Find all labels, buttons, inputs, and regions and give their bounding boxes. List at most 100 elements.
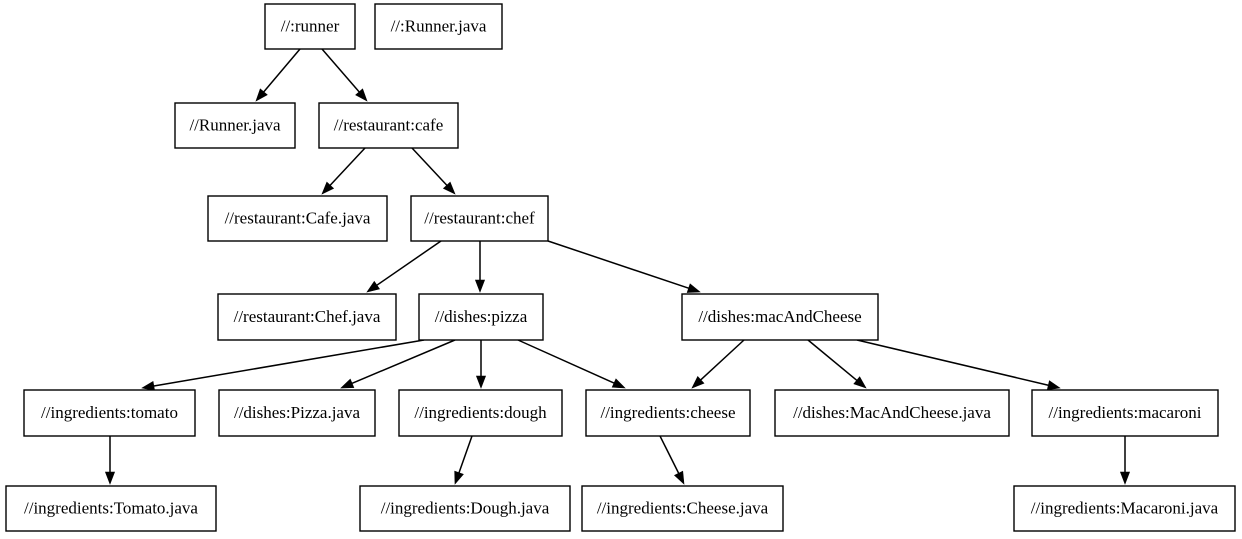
graph-edge bbox=[475, 340, 487, 389]
arrowhead-icon bbox=[474, 279, 486, 293]
graph-node-ingredients-dough[interactable]: //ingredients:dough bbox=[398, 389, 563, 437]
graph-edge bbox=[366, 240, 442, 293]
graph-node-dishes-pizza-java[interactable]: //dishes:Pizza.java bbox=[218, 389, 376, 437]
node-box[interactable] bbox=[217, 293, 397, 341]
node-box[interactable] bbox=[398, 389, 563, 437]
graph-edge bbox=[321, 48, 368, 102]
graph-edge bbox=[1119, 436, 1131, 485]
graph-nodes-layer: //:runner //:Runner.java //Runner.java //re… bbox=[5, 3, 1236, 532]
graph-node-restaurant-chef-java[interactable]: //restaurant:Chef.java bbox=[217, 293, 397, 341]
node-label: //dishes:MacAndCheese.java bbox=[793, 403, 991, 422]
edge-line bbox=[411, 147, 448, 186]
node-box[interactable] bbox=[681, 293, 879, 341]
edge-line bbox=[329, 147, 366, 186]
node-box[interactable] bbox=[374, 3, 503, 50]
edge-line bbox=[376, 240, 442, 286]
node-box[interactable] bbox=[218, 389, 376, 437]
arrowhead-icon bbox=[340, 378, 355, 389]
arrowhead-icon bbox=[454, 470, 464, 485]
node-label: //ingredients:Cheese.java bbox=[597, 498, 769, 517]
arrowhead-icon bbox=[475, 375, 487, 389]
node-label: //ingredients:Tomato.java bbox=[24, 498, 198, 517]
graph-node-ingredients-cheese-java[interactable]: //ingredients:Cheese.java bbox=[581, 485, 784, 532]
node-box[interactable] bbox=[410, 195, 549, 242]
graph-node-dishes-macandcheese[interactable]: //dishes:macAndCheese bbox=[681, 293, 879, 341]
graph-node-runner-java[interactable]: //Runner.java bbox=[174, 102, 296, 149]
node-box[interactable] bbox=[318, 102, 459, 149]
edge-line bbox=[263, 48, 301, 93]
arrowhead-icon bbox=[442, 181, 456, 195]
edge-line bbox=[458, 435, 473, 473]
graph-node-dishes-macandcheese-java[interactable]: //dishes:MacAndCheese.java bbox=[774, 389, 1010, 437]
node-label: //restaurant:Chef.java bbox=[234, 307, 381, 326]
node-box[interactable] bbox=[1031, 389, 1219, 437]
graph-edge bbox=[104, 436, 116, 485]
edge-line bbox=[807, 339, 858, 381]
graph-node-ingredients-tomato[interactable]: //ingredients:tomato bbox=[23, 389, 196, 437]
node-box[interactable] bbox=[581, 485, 784, 532]
edge-line bbox=[547, 240, 689, 289]
arrowhead-icon bbox=[366, 280, 380, 293]
node-box[interactable] bbox=[174, 102, 296, 149]
graph-edge bbox=[255, 48, 301, 102]
edge-line bbox=[700, 339, 745, 381]
graph-node-ingredients-macaroni-java[interactable]: //ingredients:Macaroni.java bbox=[1013, 485, 1236, 532]
node-box[interactable] bbox=[207, 195, 388, 242]
node-box[interactable] bbox=[585, 389, 751, 437]
node-box[interactable] bbox=[23, 389, 196, 437]
node-label: //dishes:macAndCheese bbox=[698, 307, 861, 326]
edge-line bbox=[659, 435, 680, 474]
node-box[interactable] bbox=[418, 293, 544, 341]
node-box[interactable] bbox=[5, 485, 217, 532]
graph-edge bbox=[547, 240, 701, 293]
node-label: //dishes:pizza bbox=[435, 307, 528, 326]
arrowhead-icon bbox=[611, 378, 626, 389]
graph-edge bbox=[141, 339, 425, 391]
graph-node-ingredients-dough-java[interactable]: //ingredients:Dough.java bbox=[359, 485, 571, 532]
node-label: //:runner bbox=[281, 16, 340, 35]
graph-node-ingredients-macaroni[interactable]: //ingredients:macaroni bbox=[1031, 389, 1219, 437]
arrowhead-icon bbox=[853, 376, 867, 389]
graph-edge bbox=[474, 241, 486, 293]
graph-edges-layer bbox=[104, 48, 1131, 485]
arrowhead-icon bbox=[141, 380, 155, 391]
graph-node-ingredients-cheese[interactable]: //ingredients:cheese bbox=[585, 389, 751, 437]
arrowhead-icon bbox=[1046, 380, 1061, 391]
node-label: //restaurant:Cafe.java bbox=[225, 208, 371, 227]
node-label: //dishes:Pizza.java bbox=[234, 403, 361, 422]
graph-node-restaurant-cafe[interactable]: //restaurant:cafe bbox=[318, 102, 459, 149]
graph-edge bbox=[454, 435, 473, 485]
node-label: //:Runner.java bbox=[391, 16, 487, 35]
graph-edge bbox=[517, 339, 626, 389]
graph-node-restaurant-chef[interactable]: //restaurant:chef bbox=[410, 195, 549, 242]
node-label: //Runner.java bbox=[189, 115, 281, 134]
node-label: //restaurant:chef bbox=[424, 208, 535, 227]
edge-line bbox=[856, 339, 1049, 386]
graph-edge bbox=[340, 339, 456, 389]
node-label: //restaurant:cafe bbox=[334, 115, 444, 134]
graph-node-root-runner-java[interactable]: //:Runner.java bbox=[374, 3, 503, 50]
edge-line bbox=[517, 339, 615, 384]
graph-edge bbox=[807, 339, 867, 389]
arrowhead-icon bbox=[686, 283, 701, 293]
node-box[interactable] bbox=[774, 389, 1010, 437]
edge-line bbox=[321, 48, 360, 93]
edge-line bbox=[351, 339, 456, 385]
arrowhead-icon bbox=[355, 88, 368, 102]
node-label: //ingredients:macaroni bbox=[1049, 403, 1202, 422]
node-box[interactable] bbox=[1013, 485, 1236, 532]
node-box[interactable] bbox=[264, 3, 356, 50]
node-label: //ingredients:dough bbox=[414, 403, 547, 422]
graph-node-runner[interactable]: //:runner bbox=[264, 3, 356, 50]
arrowhead-icon bbox=[104, 471, 116, 485]
edge-line bbox=[153, 339, 425, 387]
graph-node-restaurant-cafe-java[interactable]: //restaurant:Cafe.java bbox=[207, 195, 388, 242]
node-box[interactable] bbox=[359, 485, 571, 532]
graph-node-ingredients-tomato-java[interactable]: //ingredients:Tomato.java bbox=[5, 485, 217, 532]
graph-node-dishes-pizza[interactable]: //dishes:pizza bbox=[418, 293, 544, 341]
arrowhead-icon bbox=[1119, 471, 1131, 485]
node-label: //ingredients:cheese bbox=[600, 403, 735, 422]
node-label: //ingredients:tomato bbox=[41, 403, 178, 422]
